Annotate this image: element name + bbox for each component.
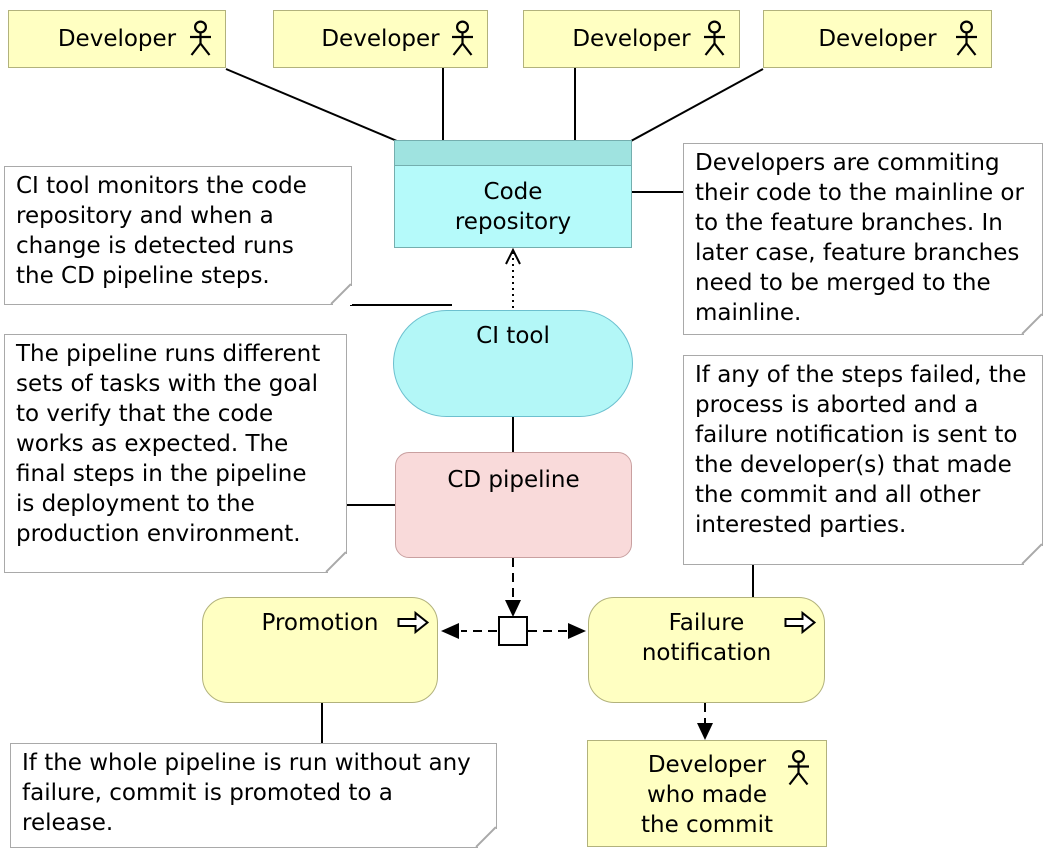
note-ci-monitor: CI tool monitors the code repository and…: [4, 166, 352, 305]
node-label: Developer: [57, 26, 177, 52]
node-label: Developer: [572, 26, 691, 52]
node-developer-2: Developer: [273, 10, 488, 68]
note-developers-commit: Developers are commiting their code to t…: [683, 143, 1043, 335]
node-label: Developer who made the commit: [641, 752, 773, 838]
repository-header-band: [395, 141, 631, 166]
node-label: Promotion: [261, 610, 379, 636]
note-promotion-release: If the whole pipeline is run without any…: [10, 743, 497, 848]
node-developer-1: Developer: [8, 10, 226, 68]
node-label: Code repository: [454, 178, 572, 235]
actor-icon: [190, 20, 211, 56]
note-pipeline-tasks: The pipeline runs different sets of task…: [4, 334, 347, 573]
node-developer-3: Developer: [523, 10, 740, 68]
node-label: Failure notification: [641, 610, 772, 666]
node-label: CI tool: [476, 323, 550, 349]
node-developer-who-made-commit: Developer who made the commit: [587, 740, 827, 847]
actor-icon: [788, 750, 809, 786]
node-ci-tool: CI tool: [393, 310, 633, 417]
junction-square: [498, 616, 528, 646]
node-label: CD pipeline: [447, 467, 580, 493]
process-arrow-icon: [784, 610, 817, 635]
node-label: Developer: [818, 26, 937, 52]
actor-icon: [704, 20, 725, 56]
node-label: Developer: [321, 26, 440, 52]
node-developer-4: Developer: [763, 10, 992, 68]
node-failure-notification: Failure notification: [588, 597, 825, 703]
actor-icon: [956, 20, 977, 56]
node-cd-pipeline: CD pipeline: [395, 452, 632, 558]
note-failure-flow: If any of the steps failed, the process …: [683, 355, 1043, 565]
node-code-repository: Code repository: [394, 140, 632, 248]
actor-icon: [452, 20, 473, 56]
node-promotion: Promotion: [202, 597, 438, 703]
process-arrow-icon: [397, 610, 430, 635]
